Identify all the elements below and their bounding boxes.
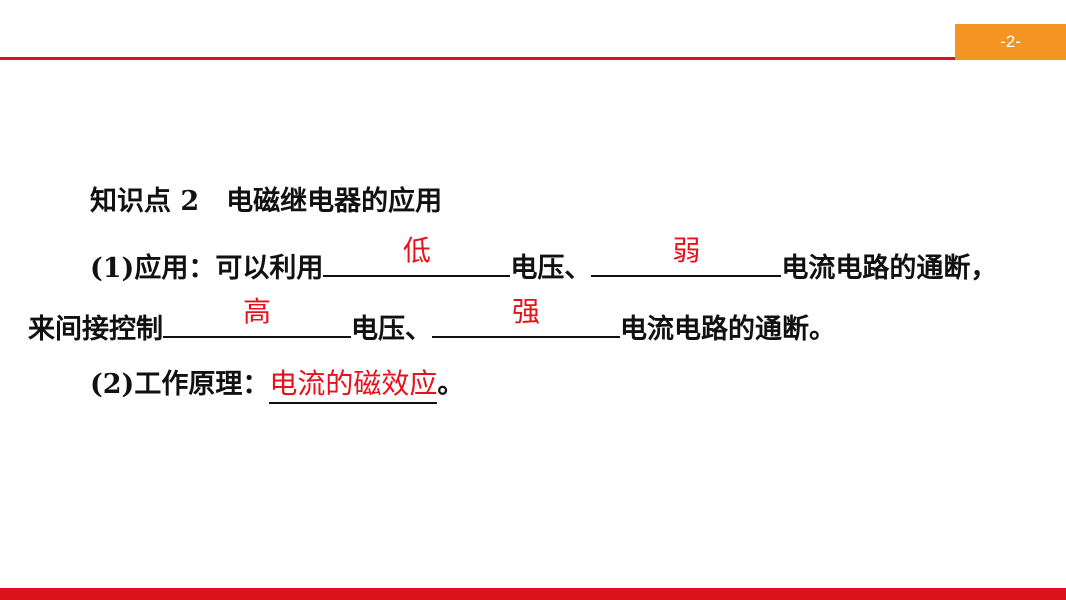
paragraph-control: 来间接控制 高电压、 强电流电路的通断。 bbox=[28, 295, 836, 348]
page-number: -2- bbox=[1000, 32, 1021, 51]
paragraph-text: 电流电路的通断。 bbox=[620, 314, 836, 345]
answer-blank: 低 bbox=[323, 234, 511, 277]
paragraph-text: 。 bbox=[437, 369, 465, 400]
paragraph-text: 电压、 bbox=[351, 314, 432, 345]
section-heading: 知识点 2 电磁继电器的应用 bbox=[90, 186, 443, 217]
paragraph-prefix: (2)工作原理： bbox=[90, 369, 270, 400]
paragraph-text: 电流电路的通断， bbox=[781, 253, 998, 284]
paragraph-principle: (2)工作原理：电流的磁效应。 bbox=[90, 366, 465, 404]
footer-bar bbox=[0, 588, 1066, 600]
header-rule bbox=[0, 57, 960, 60]
answer-text: 强 bbox=[511, 295, 540, 328]
answer-text: 低 bbox=[402, 234, 431, 267]
answer-text: 弱 bbox=[672, 234, 701, 267]
answer-blank: 高 bbox=[163, 295, 351, 338]
paragraph-application: (1)应用：可以利用 低电压、 弱电流电路的通断， bbox=[90, 234, 998, 287]
answer-text: 电流的磁效应 bbox=[269, 367, 438, 404]
answer-text: 高 bbox=[242, 295, 271, 328]
page-number-badge: -2- bbox=[955, 24, 1066, 60]
paragraph-prefix: (1)应用：可以利用 bbox=[90, 253, 324, 284]
paragraph-prefix: 来间接控制 bbox=[28, 314, 163, 345]
answer-blank: 强 bbox=[432, 295, 620, 338]
answer-blank: 弱 bbox=[591, 234, 782, 277]
paragraph-text: 电压、 bbox=[510, 253, 592, 284]
